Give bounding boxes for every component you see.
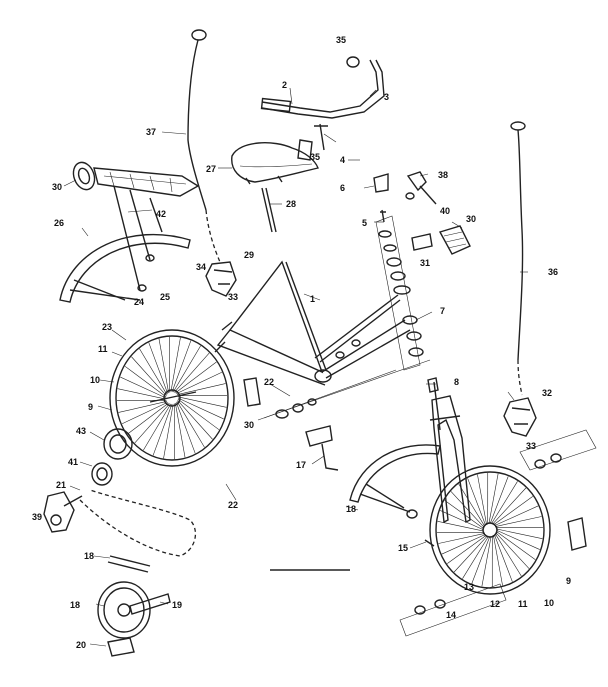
callout-label: 39 [32,512,42,522]
front-fender [350,445,440,518]
callout-label: 26 [54,218,64,228]
callout-label: 30 [52,182,62,192]
chainwheel-crank [98,556,170,656]
callout-label: 5 [362,218,367,228]
callout-label: 4 [340,155,345,165]
callout-label: 1 [310,294,315,304]
callout-labels: 35 2 3 37 27 35 4 6 38 30 42 28 40 5 30 … [32,35,571,650]
callout-label: 18 [70,600,80,610]
callout-label: 35 [310,152,320,162]
callout-label: 22 [264,377,274,387]
callout-label: 30 [244,420,254,430]
callout-label: 18 [346,504,356,514]
brake-calipers [206,262,536,436]
callout-label: 30 [466,214,476,224]
callout-label: 9 [88,402,93,412]
callout-label: 36 [548,267,558,277]
headset-parts-stack [374,174,440,430]
saddle [232,143,318,232]
callout-label: 25 [160,292,170,302]
callout-label: 33 [526,441,536,451]
rear-carrier [70,159,198,291]
callout-label: 8 [454,377,459,387]
callout-label: 14 [446,610,456,620]
callout-label: 3 [384,92,389,102]
callout-label: 15 [398,543,408,553]
callout-label: 11 [98,344,108,354]
callout-label: 6 [340,183,345,193]
callout-label: 23 [102,322,112,332]
rear-fender [60,235,190,302]
callout-label: 37 [146,127,156,137]
callout-label: 21 [56,480,66,490]
callout-label: 41 [68,457,78,467]
callout-label: 28 [286,199,296,209]
callout-label: 34 [196,262,206,272]
pedals-reflectors [244,226,586,550]
derailleur [44,492,82,532]
callout-label: 33 [228,292,238,302]
callout-label: 18 [84,551,94,561]
callout-label: 43 [76,426,86,436]
callout-label: 42 [156,209,166,219]
front-wheel [430,466,550,594]
callout-label: 12 [490,599,500,609]
callout-label: 20 [76,640,86,650]
callout-label: 31 [420,258,430,268]
callout-label: 9 [566,576,571,586]
callout-label: 38 [438,170,448,180]
axle-parts [258,360,596,636]
kickstand [306,426,338,470]
callout-label: 13 [464,582,474,592]
rear-sprockets [92,429,132,485]
callout-label: 7 [440,306,445,316]
callout-label: 19 [172,600,182,610]
rear-wheel [110,330,234,466]
callout-label: 40 [440,206,450,216]
callout-label: 17 [296,460,306,470]
callout-label: 22 [228,500,238,510]
bicycle-frame [215,262,410,385]
callout-label: 24 [134,297,144,307]
callout-label: 10 [90,375,100,385]
callout-label: 32 [542,388,552,398]
callout-label: 29 [244,250,254,260]
callout-label: 11 [518,599,528,609]
callout-label: 2 [282,80,287,90]
callout-label: 10 [544,598,554,608]
callout-label: 27 [206,164,216,174]
brake-levers [406,172,436,204]
chain [80,490,195,556]
callout-label: 35 [336,35,346,45]
